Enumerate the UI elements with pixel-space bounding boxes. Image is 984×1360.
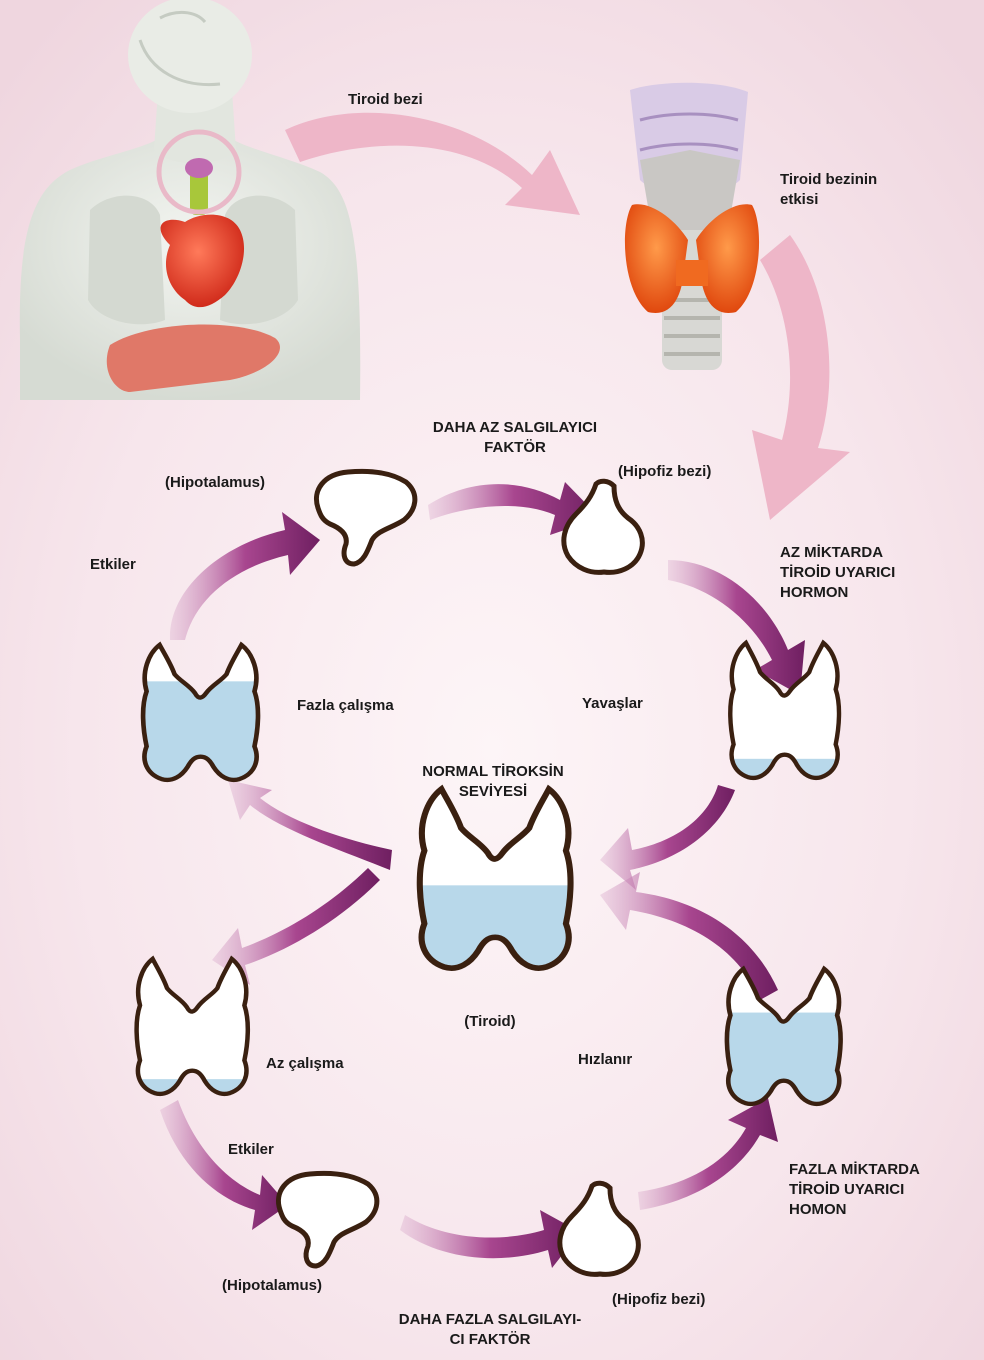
label-etkiler-top: Etkiler — [90, 555, 136, 574]
label-daha-fazla-2: CI FAKTÖR — [340, 1330, 640, 1349]
label-hizlanir: Hızlanır — [578, 1050, 632, 1069]
label-tiroid-bezi: Tiroid bezi — [348, 90, 423, 109]
label-yavaslar: Yavaşlar — [582, 694, 643, 713]
label-az-calisma: Az çalışma — [266, 1054, 344, 1073]
label-tiroid-bezinin-2: etkisi — [780, 190, 818, 209]
label-fazla-calisma: Fazla çalışma — [297, 696, 394, 715]
label-etkiler-bottom: Etkiler — [228, 1140, 274, 1159]
label-hipofiz-top: (Hipofiz bezi) — [618, 462, 711, 481]
label-normal-2: SEVİYESİ — [368, 782, 618, 801]
label-az-miktarda-2: TİROİD UYARICI — [780, 563, 895, 582]
label-normal-1: NORMAL TİROKSİN — [368, 762, 618, 781]
label-hipotalamus-bottom: (Hipotalamus) — [222, 1276, 322, 1295]
label-az-miktarda-1: AZ MİKTARDA — [780, 543, 883, 562]
label-daha-az-1: DAHA AZ SALGILAYICI — [385, 418, 645, 437]
label-hipotalamus-top: (Hipotalamus) — [165, 473, 265, 492]
label-tiroid: (Tiroid) — [430, 1012, 550, 1031]
label-fazla-miktarda-2: TİROİD UYARICI — [789, 1180, 904, 1199]
label-daha-az-2: FAKTÖR — [385, 438, 645, 457]
label-az-miktarda-3: HORMON — [780, 583, 848, 602]
label-hipofiz-bottom: (Hipofiz bezi) — [612, 1290, 705, 1309]
label-tiroid-bezinin-1: Tiroid bezinin — [780, 170, 877, 189]
label-daha-fazla-1: DAHA FAZLA SALGILAYI- — [340, 1310, 640, 1329]
label-fazla-miktarda-1: FAZLA MİKTARDA — [789, 1160, 920, 1179]
label-fazla-miktarda-3: HOMON — [789, 1200, 847, 1219]
